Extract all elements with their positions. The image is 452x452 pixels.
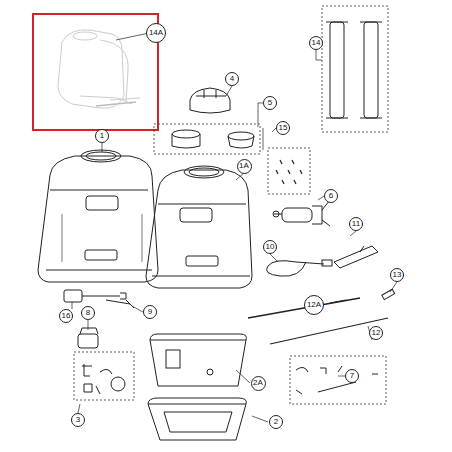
callout-number: 5 bbox=[268, 99, 272, 107]
callout-circle: 3 bbox=[71, 413, 85, 427]
callout-number: 1A bbox=[239, 162, 249, 170]
callout-number: 10 bbox=[266, 243, 275, 251]
callout-circle: 12A bbox=[304, 295, 324, 315]
callout-number: 12A bbox=[307, 301, 321, 309]
callout-number: 9 bbox=[148, 308, 152, 316]
callout-circle: 6 bbox=[324, 189, 338, 203]
callout-circle: 16 bbox=[59, 309, 73, 323]
callout-number: 2A bbox=[253, 379, 263, 387]
callout-number: 16 bbox=[62, 312, 71, 320]
callout-circle: 15 bbox=[276, 121, 290, 135]
callout-circle: 8 bbox=[81, 306, 95, 320]
callout-circle: 2 bbox=[269, 415, 283, 429]
callout-circle: 9 bbox=[143, 305, 157, 319]
callout-circle: 7 bbox=[345, 369, 359, 383]
callout-number: 1 bbox=[100, 132, 104, 140]
callout-number: 4 bbox=[230, 75, 234, 83]
callout-number: 2 bbox=[274, 418, 278, 426]
callout-number: 14 bbox=[312, 39, 321, 47]
callout-number: 3 bbox=[76, 416, 80, 424]
callout-circle: 1A bbox=[237, 159, 252, 174]
callout-number: 14A bbox=[149, 29, 163, 37]
callout-number: 13 bbox=[393, 271, 402, 279]
callout-circle: 2A bbox=[251, 376, 266, 391]
callout-circle: 10 bbox=[263, 240, 277, 254]
callout-number: 7 bbox=[350, 372, 354, 380]
callout-circle: 11 bbox=[349, 217, 363, 231]
callout-number: 6 bbox=[329, 192, 333, 200]
callout-circle: 1 bbox=[95, 129, 109, 143]
callout-circle: 13 bbox=[390, 268, 404, 282]
callout-number: 15 bbox=[279, 124, 288, 132]
callout-circle: 12 bbox=[369, 326, 383, 340]
callout-circle: 5 bbox=[263, 96, 277, 110]
callout-circle: 14 bbox=[309, 36, 323, 50]
callout-number: 11 bbox=[352, 220, 360, 228]
callout-number: 8 bbox=[86, 309, 90, 317]
callout-number: 12 bbox=[372, 329, 381, 337]
callout-circle: 4 bbox=[225, 72, 239, 86]
callout-circle: 14A bbox=[146, 23, 166, 43]
